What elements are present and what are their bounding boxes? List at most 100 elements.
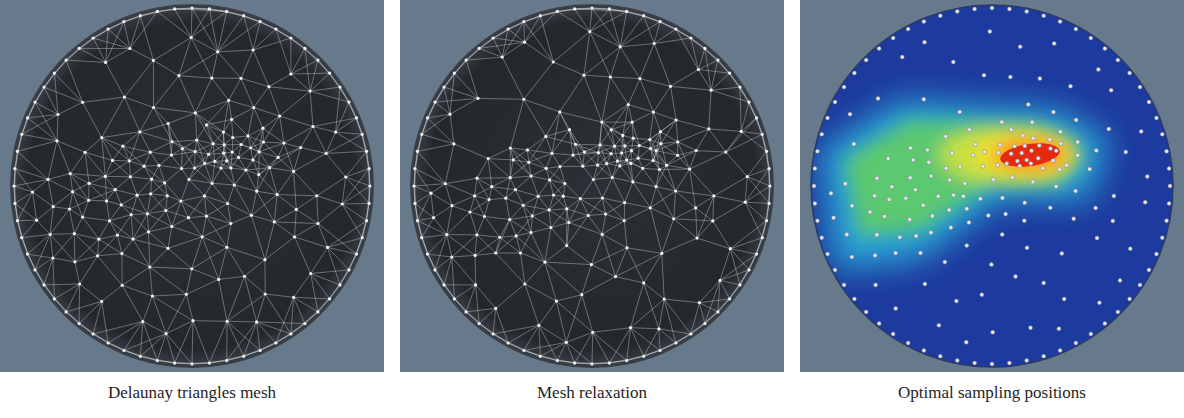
mesh-vertex — [148, 265, 151, 268]
sampling-position — [894, 306, 898, 310]
mesh-vertex — [652, 111, 655, 114]
mesh-vertex — [227, 99, 230, 102]
mesh-vertex — [697, 68, 700, 71]
sampling-position — [944, 166, 948, 170]
mesh-vertex — [20, 236, 23, 239]
mesh-vertex — [676, 140, 679, 143]
mesh-vertex — [504, 197, 507, 200]
sampling-position — [936, 194, 940, 198]
mesh-vertex — [295, 208, 298, 211]
mesh-vertex — [149, 151, 152, 154]
mesh-vertex — [111, 159, 114, 162]
mesh-vertex — [81, 101, 84, 104]
mesh-vertex — [122, 349, 125, 352]
mesh-vertex — [653, 42, 656, 45]
sampling-position — [944, 134, 948, 138]
mesh-vertex — [657, 327, 660, 330]
mesh-vertex — [361, 133, 364, 136]
sampling-position — [1059, 130, 1063, 134]
mesh-vertex — [529, 231, 532, 234]
mesh-vertex — [490, 185, 493, 188]
mesh-vertex — [755, 116, 758, 119]
mesh-vertex — [207, 153, 210, 156]
mesh-vertex — [711, 219, 714, 222]
mesh-vertex — [565, 207, 568, 210]
sampling-position — [1037, 144, 1041, 148]
mesh-vertex — [193, 166, 196, 169]
mesh-vertex — [649, 147, 652, 150]
sampling-position — [929, 174, 933, 178]
sampling-position — [1147, 268, 1151, 272]
sampling-position — [1160, 132, 1164, 136]
mesh-vertex — [177, 74, 180, 77]
mesh-vertex — [55, 139, 58, 142]
mesh-vertex — [625, 359, 628, 362]
sampling-position — [1051, 110, 1055, 114]
mesh-vertex — [508, 218, 511, 221]
mesh-vertex — [527, 161, 530, 164]
mesh-edges — [414, 8, 770, 364]
sampling-position — [919, 251, 923, 255]
sampling-position — [1048, 206, 1052, 210]
sampling-position — [1155, 116, 1159, 120]
mesh-vertex — [548, 178, 551, 181]
sampling-position — [1038, 77, 1042, 81]
mesh-vertex — [522, 20, 525, 23]
sampling-position — [898, 235, 902, 239]
sampling-position — [973, 7, 977, 11]
mesh-vertex — [609, 75, 612, 78]
mesh-vertex — [190, 267, 193, 270]
sampling-position — [1167, 201, 1171, 205]
mesh — [412, 6, 771, 365]
sampling-position — [852, 142, 856, 146]
sampling-position — [1023, 144, 1027, 148]
mesh-vertex — [328, 72, 331, 75]
mesh-vertex — [625, 10, 628, 13]
sampling-position — [877, 46, 881, 50]
sampling-position — [938, 14, 942, 18]
sampling-position — [948, 178, 952, 182]
sampling-position — [829, 191, 833, 195]
mesh-vertex — [599, 143, 602, 146]
mesh-vertex — [596, 164, 599, 167]
sampling-position — [1155, 252, 1159, 256]
sampling-position — [1076, 140, 1080, 144]
mesh-vertex — [180, 167, 183, 170]
mesh-vertex — [618, 164, 621, 167]
sampling-position — [1147, 100, 1151, 104]
mesh-vertex — [163, 181, 166, 184]
mesh-vertex — [601, 196, 604, 199]
mesh-vertex — [544, 135, 547, 138]
mesh-vertex — [107, 27, 110, 30]
sampling-position — [1074, 118, 1078, 122]
sampling-position — [1095, 236, 1099, 240]
mesh-vertex — [672, 217, 675, 220]
sampling-position — [1128, 247, 1132, 251]
mesh-vertex — [146, 212, 149, 215]
mesh-vertex — [507, 27, 510, 30]
mesh-vertex — [341, 202, 344, 205]
mesh-vertex — [655, 185, 658, 188]
sampling-position — [813, 201, 817, 205]
mesh-vertex — [156, 10, 159, 13]
mesh-vertex — [623, 201, 626, 204]
sampling-position — [1143, 200, 1147, 204]
mesh-vertex — [768, 167, 771, 170]
mesh-vertex — [49, 233, 52, 236]
mesh-vertex — [116, 234, 119, 237]
sampling-position — [842, 85, 846, 89]
sampling-position — [876, 96, 880, 100]
mesh-vertex — [255, 190, 258, 193]
sampling-position — [842, 283, 846, 287]
mesh-vertex — [368, 167, 371, 170]
mesh-vertex — [244, 169, 247, 172]
sampling-position — [958, 110, 962, 114]
mesh-vertex — [623, 219, 626, 222]
mesh-vertex — [601, 233, 604, 236]
mesh-vertex — [105, 199, 108, 202]
mesh-vertex — [88, 182, 91, 185]
sampling-position — [1015, 159, 1019, 163]
sampling-position — [996, 151, 1000, 155]
mesh-vertex — [20, 133, 23, 136]
panel-background — [800, 0, 1184, 372]
